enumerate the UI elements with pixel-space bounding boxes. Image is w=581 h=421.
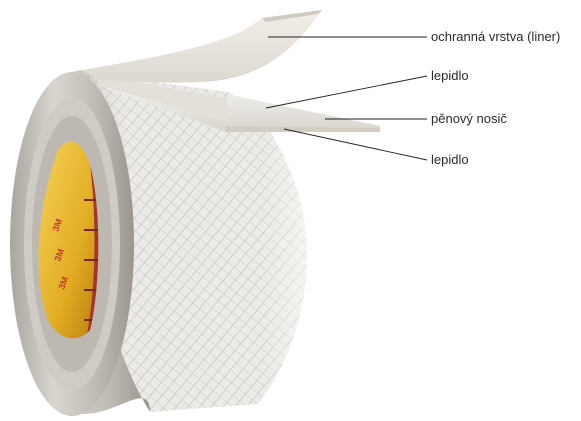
callout-leader-lines [266, 37, 427, 160]
callout-adhesive-bottom-label: lepidlo [431, 152, 469, 168]
callout-foam-carrier-label: pěnový nosič [431, 111, 507, 127]
leader-line-adhesive-top [266, 76, 427, 108]
callout-liner-label: ochranná vrstva (liner) [431, 29, 560, 45]
leader-line-adhesive-bottom [284, 129, 427, 160]
peeled-liner [82, 10, 322, 83]
callout-adhesive-top-label: lepidlo [431, 68, 469, 84]
